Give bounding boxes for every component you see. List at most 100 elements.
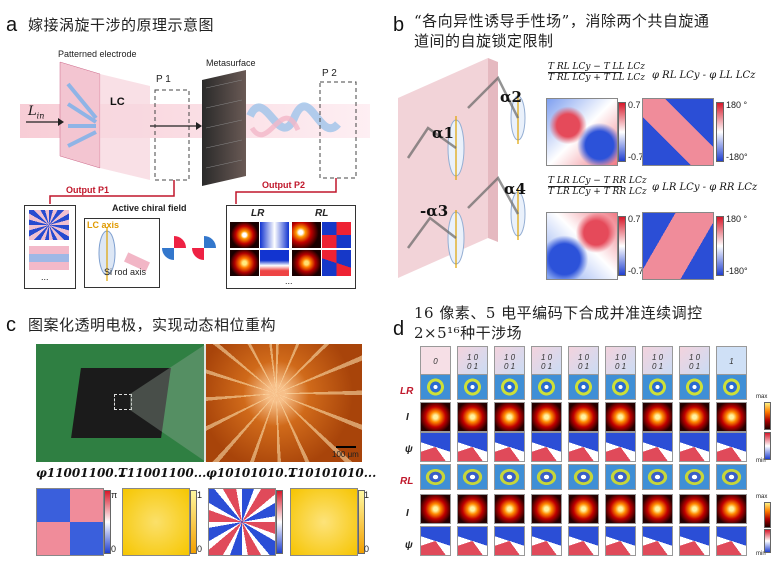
chip-photo <box>36 344 204 462</box>
code-cell: 1 0 0 1 <box>531 346 562 377</box>
intensity-cell <box>605 402 636 432</box>
intensity-cell <box>420 402 451 432</box>
intensity-map-2 <box>292 222 321 248</box>
code-cell: 1 0 0 1 <box>605 346 636 377</box>
lin-subscript: in <box>36 111 45 121</box>
cb3-top: 0.7 <box>628 214 641 224</box>
cb4-bot: -180° <box>726 266 748 276</box>
code-cell: 1 0 0 1 <box>568 346 599 377</box>
phase-cell <box>457 432 488 462</box>
active-chiral-label: Active chiral field <box>112 203 187 213</box>
spiral-cell <box>420 374 451 400</box>
phase-cell <box>494 526 525 556</box>
c-cb2-bot: 0 <box>197 544 203 554</box>
c-colorbar-3 <box>276 490 283 554</box>
formula-2-num: T LR LCy − T RR LCz <box>548 176 647 187</box>
chip-window <box>114 394 132 410</box>
spiral-cell <box>568 374 599 400</box>
c-cb1-bot: 0 <box>111 544 117 554</box>
d-max-2: max <box>756 494 768 500</box>
phase-map-b1 <box>642 98 714 166</box>
phase-map-2 <box>322 222 351 248</box>
swirl-icon-1 <box>162 236 186 260</box>
formula-1: T RL LCy − T LL LCz T RL LCy + T LL LCz <box>548 62 645 83</box>
pinwheel-pattern <box>29 210 69 240</box>
panel-a-letter: a <box>6 14 18 36</box>
code-cell: 1 0 0 1 <box>494 346 525 377</box>
cb1-bot: -0.7 <box>628 152 644 162</box>
alpha4-label: α4 <box>504 180 526 198</box>
d-cb-phase-2 <box>764 529 771 553</box>
d-psi-label-2: ψ <box>405 540 413 551</box>
spiral-cell <box>679 464 710 490</box>
spiral-cell <box>457 374 488 400</box>
intensity-cell <box>531 402 562 432</box>
d-cb-phase-1 <box>764 432 771 460</box>
spiral-cell <box>494 374 525 400</box>
d-cb-intensity-2 <box>764 502 771 528</box>
c-colorbar-1 <box>104 490 111 554</box>
phase-cell <box>642 432 673 462</box>
panel-b-letter: b <box>393 14 405 36</box>
intensity-cell <box>642 494 673 524</box>
spiral-cell <box>605 374 636 400</box>
output-p2-label: Output P2 <box>262 180 305 190</box>
intensity-map-4 <box>292 250 321 276</box>
panel-a-schematic <box>20 61 370 204</box>
c-cb2-top: 1 <box>197 490 203 500</box>
c-label-2: T11001100... <box>118 466 207 480</box>
panel-d-title-line1: 16 像素、5 电平编码下合成并准连续调控 <box>414 304 703 322</box>
panel-d-letter: d <box>393 318 405 340</box>
phase-cell <box>679 526 710 556</box>
intensity-cell <box>716 494 747 524</box>
code-cell: 1 0 0 1 <box>679 346 710 377</box>
colorbar-3 <box>618 216 626 276</box>
spiral-cell <box>531 464 562 490</box>
p1-label: P 1 <box>156 74 171 85</box>
spiral-cell <box>420 464 451 490</box>
d-max-1: max <box>756 394 768 400</box>
spiral-cell <box>642 464 673 490</box>
lc-label: LC <box>110 96 125 108</box>
cb4-top: 180 ° <box>726 214 748 224</box>
phase-formula-1: φ RL LCy - φ LL LCz <box>652 70 756 81</box>
lc-rod-diagram <box>98 227 150 281</box>
d-rl-label: RL <box>400 476 414 487</box>
phase-map-4 <box>322 250 351 276</box>
cb1-top: 0.7 <box>628 100 641 110</box>
phase-cell <box>716 432 747 462</box>
spiral-cell <box>494 464 525 490</box>
c-trans-map-2 <box>290 488 358 556</box>
intensity-cell <box>531 494 562 524</box>
scale-bar <box>336 446 356 448</box>
p2-ellipsis: ... <box>285 276 293 286</box>
patterned-electrode-label: Patterned electrode <box>58 49 137 59</box>
phase-cell <box>605 432 636 462</box>
cb2-top: 180 ° <box>726 100 748 110</box>
intensity-cell <box>494 494 525 524</box>
code-cell: 1 0 0 1 <box>642 346 673 377</box>
intensity-cell <box>420 494 451 524</box>
phase-cell <box>420 526 451 556</box>
electrode-pattern <box>66 82 98 148</box>
intensity-cell <box>679 494 710 524</box>
c-label-3: φ10101010... <box>206 466 297 480</box>
phase-cell <box>568 432 599 462</box>
output-p1-box: ... <box>24 205 76 289</box>
lin-symbol: L <box>28 104 37 119</box>
c-label-4: T10101010... <box>288 466 377 480</box>
phase-cell <box>642 526 673 556</box>
lr-label: LR <box>251 208 265 219</box>
colorbar-2 <box>716 102 724 162</box>
micrograph <box>206 344 362 462</box>
lin-label: Lin <box>28 104 44 121</box>
spiral-cell <box>642 374 673 400</box>
c-colorbar-2 <box>190 490 197 554</box>
metasurface-label: Metasurface <box>206 58 256 68</box>
d-psi-label-1: ψ <box>405 444 413 455</box>
lc-axis-label: LC axis <box>87 220 120 230</box>
rl-label: RL <box>315 208 329 219</box>
phase-cell <box>531 526 562 556</box>
phase-cell <box>568 526 599 556</box>
